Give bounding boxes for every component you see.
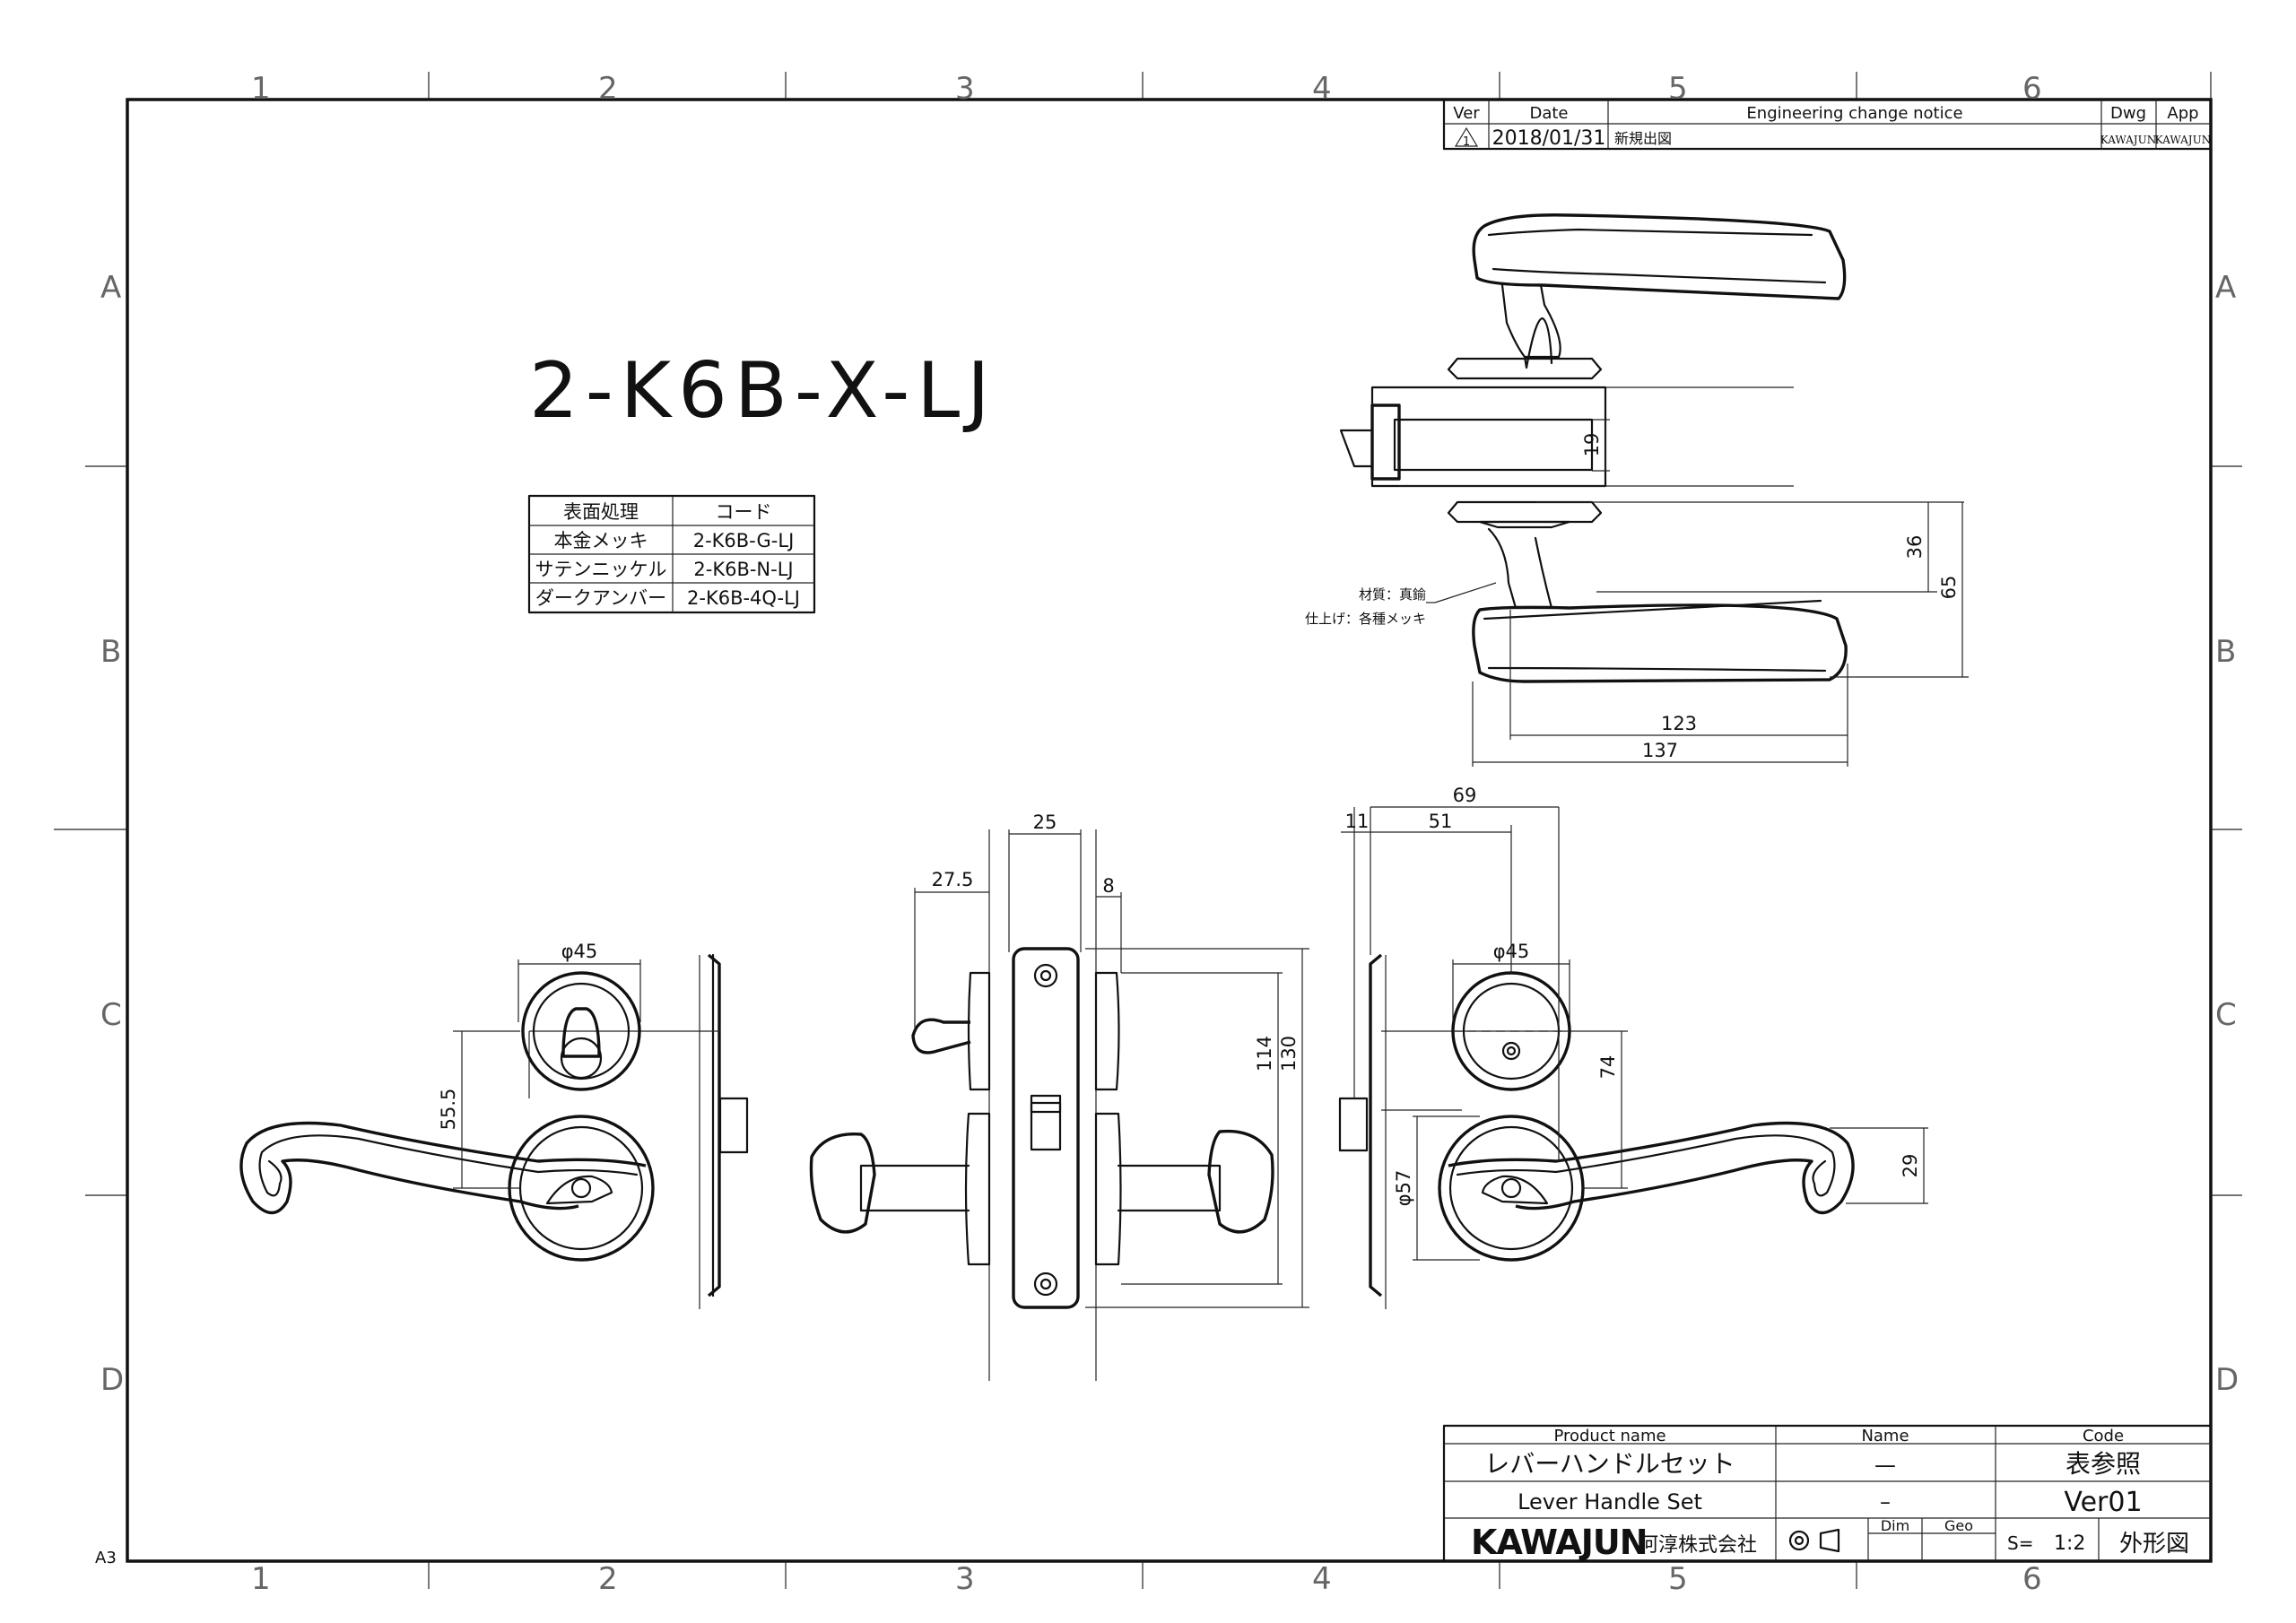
revision-header-dwg: Dwg <box>2110 104 2146 123</box>
zone-col-6-bottom: 6 <box>2022 1561 2042 1597</box>
title-block-product-name-jp: レバーハンドルセット <box>1484 1449 1735 1479</box>
finish-table-cell: ダークアンバー <box>535 587 666 609</box>
zone-col-1: 1 <box>251 71 271 107</box>
zone-row-b: B <box>100 634 121 670</box>
dim-25: 25 <box>1033 812 1057 833</box>
middle-side-view: 25 27.5 8 114 130 <box>809 812 1309 1381</box>
title-block-scale-label: S= <box>2007 1532 2033 1554</box>
zone-row-d: D <box>100 1362 124 1398</box>
title-block-code-row1: 表参照 <box>2066 1449 2141 1479</box>
revision-header-date: Date <box>1529 104 1568 123</box>
note-material: 材質：真鍮 <box>1359 586 1426 603</box>
zone-col-4-bottom: 4 <box>1312 1561 1332 1597</box>
side-elevation-view: 19 36 65 123 137 材質：真鍮 仕上げ：各種メッキ <box>1305 213 1969 767</box>
title-block-code-row2: Ver01 <box>2064 1487 2142 1518</box>
drawing-title: 2-K6B-X-LJ <box>529 346 997 436</box>
revision-notice: 新規出図 <box>1614 130 1672 147</box>
finish-table-cell: 2-K6B-N-LJ <box>693 559 793 580</box>
title-block-product-name-en: Lever Handle Set <box>1518 1489 1702 1515</box>
zone-col-6: 6 <box>2022 71 2042 107</box>
note-finish: 仕上げ：各種メッキ <box>1305 611 1426 627</box>
dim-114: 114 <box>1254 1036 1275 1072</box>
title-block-name-row1: — <box>1874 1453 1896 1478</box>
right-front-view: 69 11 51 φ45 74 φ57 29 <box>1338 785 1928 1309</box>
revision-date: 2018/01/31 <box>1492 127 1606 150</box>
title-block-geo-label: Geo <box>1944 1517 1973 1534</box>
revision-dwg: KAWAJUN <box>2100 134 2156 146</box>
zone-col-5: 5 <box>1668 71 1688 107</box>
zone-col-1-bottom: 1 <box>251 1561 271 1597</box>
dim-123: 123 <box>1661 713 1697 734</box>
zone-col-2-bottom: 2 <box>598 1561 618 1597</box>
title-block: Product name Name Code レバーハンドルセット Lever … <box>1442 1424 2213 1563</box>
zone-row-d-right: D <box>2215 1362 2239 1398</box>
title-block-dim-label: Dim <box>1881 1517 1909 1534</box>
finish-table-header-treatment: 表面処理 <box>563 501 639 523</box>
zone-col-4: 4 <box>1312 71 1332 107</box>
dim-130: 130 <box>1278 1036 1300 1072</box>
dim-137: 137 <box>1642 740 1678 761</box>
finish-table-cell: 2-K6B-G-LJ <box>693 530 795 551</box>
title-block-drawing-type: 外形図 <box>2119 1531 2189 1558</box>
title-block-scale-value: 1:2 <box>2054 1532 2085 1555</box>
finish-table-cell: 2-K6B-4Q-LJ <box>687 587 800 609</box>
dim-65: 65 <box>1938 576 1960 600</box>
finish-table: 表面処理 コード 本金メッキ 2-K6B-G-LJ サテンニッケル 2-K6B-… <box>527 494 816 614</box>
zone-col-3-bottom: 3 <box>955 1561 975 1597</box>
title-block-code-header: Code <box>2083 1427 2124 1445</box>
dim-74: 74 <box>1597 1055 1619 1080</box>
dim-phi57: φ57 <box>1393 1170 1414 1207</box>
dim-29: 29 <box>1900 1154 1921 1178</box>
dim-phi45-left: φ45 <box>561 941 598 962</box>
dim-69: 69 <box>1453 785 1477 806</box>
zone-col-5-bottom: 5 <box>1668 1561 1688 1597</box>
dim-55-5: 55.5 <box>438 1089 459 1131</box>
zone-row-a: A <box>100 270 121 306</box>
zone-row-b-right: B <box>2215 634 2236 670</box>
dim-19: 19 <box>1581 433 1603 457</box>
revision-header-app: App <box>2167 104 2198 123</box>
title-block-name-row2: – <box>1880 1489 1891 1515</box>
sheet-size-label: A3 <box>95 1549 117 1567</box>
revision-table: Ver Date Engineering change notice Dwg A… <box>1442 98 2213 151</box>
company-logo: KAWAJUN <box>1471 1523 1648 1562</box>
zone-labels: 1 2 3 4 5 6 1 2 3 4 5 6 A B C D A B C D … <box>95 71 2239 1597</box>
revision-ver: 1 <box>1463 135 1470 149</box>
revision-triangle-icon <box>1454 126 1479 147</box>
zone-row-c: C <box>100 997 122 1033</box>
revision-header-change: Engineering change notice <box>1746 104 1962 123</box>
finish-table-cell: 本金メッキ <box>554 530 648 551</box>
revision-header-ver: Ver <box>1453 104 1480 123</box>
title-block-name-header: Name <box>1861 1427 1909 1445</box>
dim-51: 51 <box>1429 811 1453 832</box>
left-front-view: φ45 55.5 <box>239 941 749 1309</box>
dim-8: 8 <box>1102 875 1114 897</box>
zone-col-3: 3 <box>955 71 975 107</box>
drawing-frame <box>54 72 2242 1589</box>
zone-row-a-right: A <box>2215 270 2236 306</box>
zone-row-c-right: C <box>2215 997 2237 1033</box>
finish-table-cell: サテンニッケル <box>535 559 667 580</box>
dim-phi45-right: φ45 <box>1493 941 1530 962</box>
title-block-product-name-header: Product name <box>1553 1427 1665 1445</box>
zone-col-2: 2 <box>598 71 618 107</box>
revision-app: KAWAJUN <box>2155 134 2211 146</box>
dim-36: 36 <box>1904 535 1926 560</box>
finish-table-header-code: コード <box>716 501 772 523</box>
dim-27-5: 27.5 <box>932 869 974 890</box>
dim-11: 11 <box>1345 811 1370 832</box>
projection-symbol-icon <box>1788 1530 1810 1551</box>
company-name: 河淳株式会社 <box>1639 1534 1757 1557</box>
